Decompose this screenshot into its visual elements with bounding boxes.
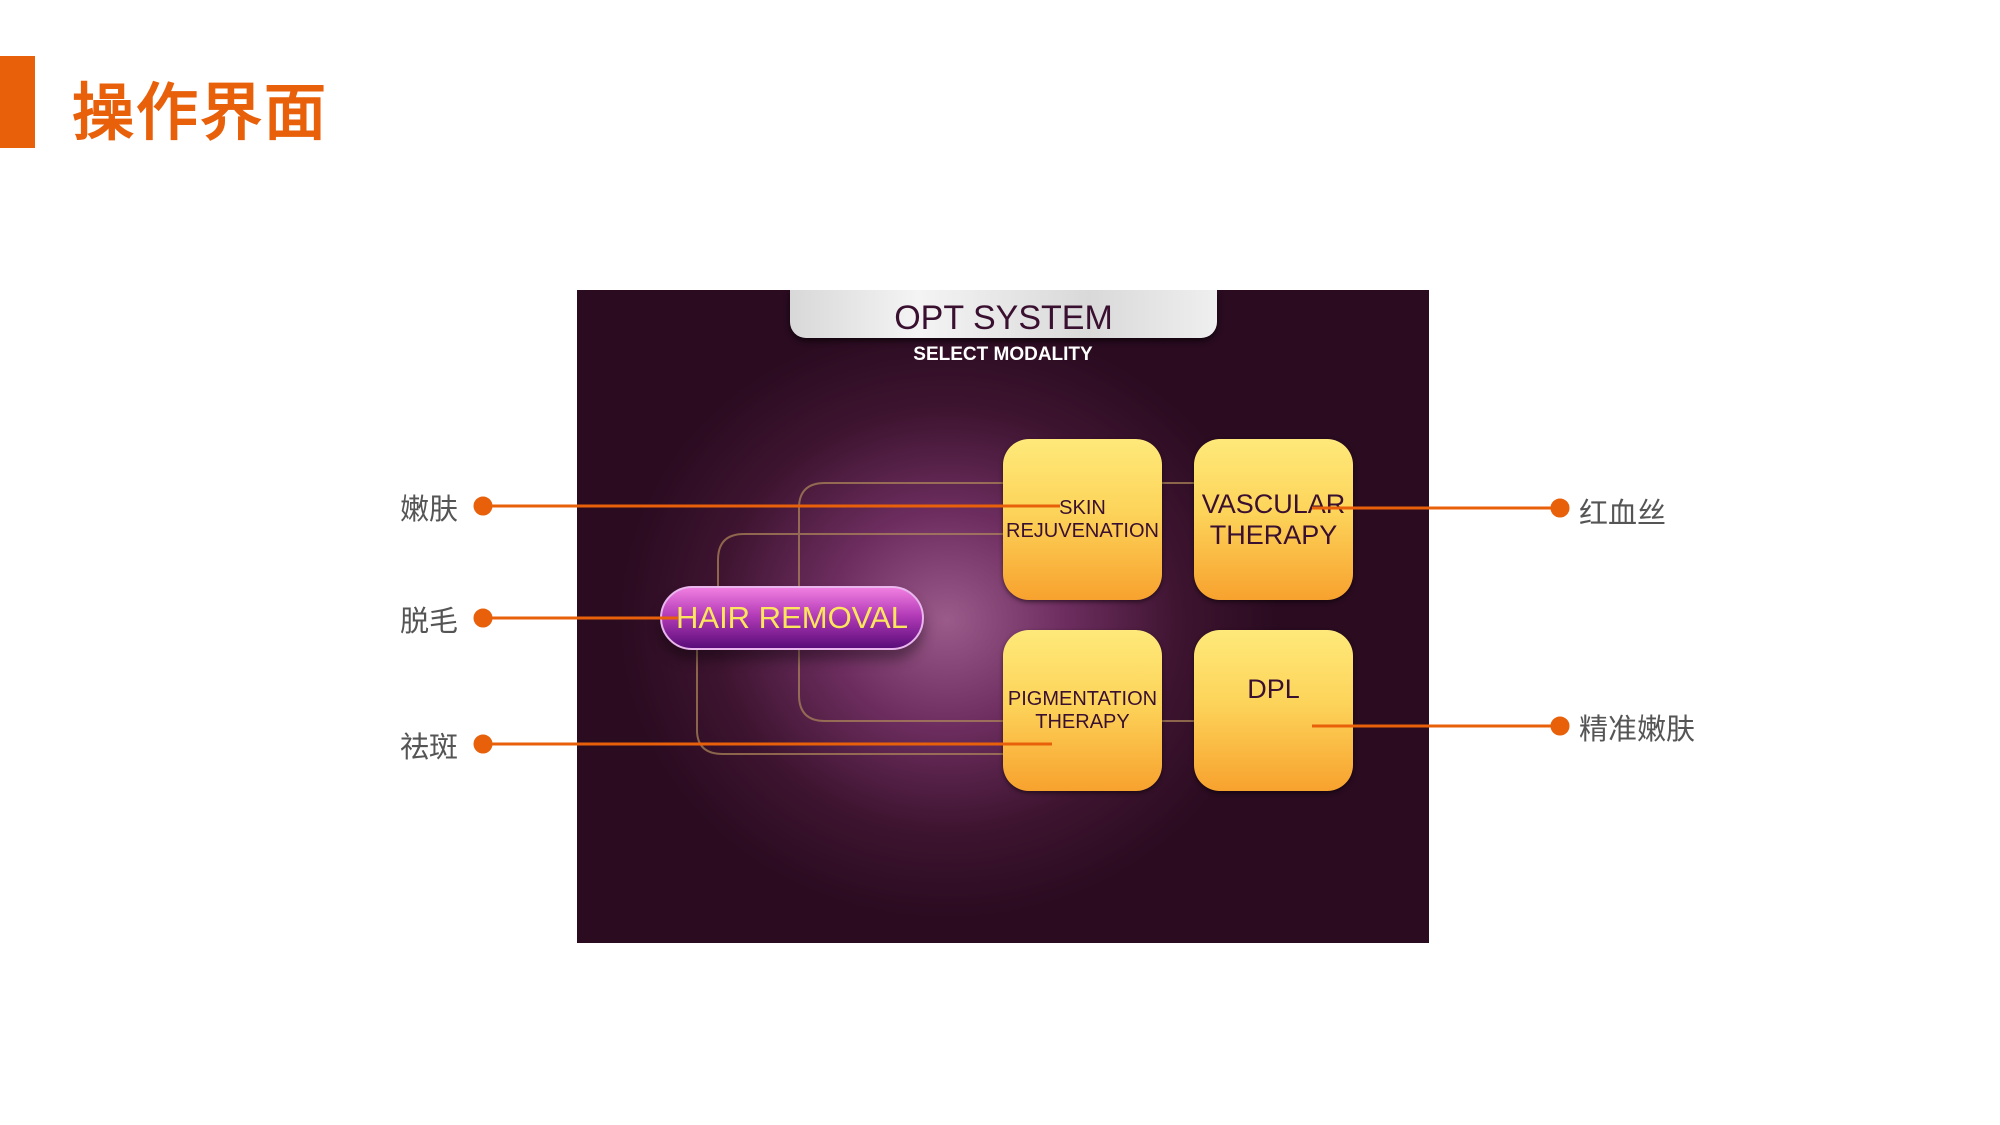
callout-dot bbox=[473, 496, 493, 516]
skin-rejuvenation-tile[interactable]: SKIN REJUVENATION bbox=[1003, 439, 1162, 600]
pigmentation-therapy-tile[interactable]: PIGMENTATION THERAPY bbox=[1003, 630, 1162, 791]
vascular-therapy-tile[interactable]: VASCULAR THERAPY bbox=[1194, 439, 1353, 600]
system-title: OPT SYSTEM bbox=[894, 299, 1113, 337]
callout-label: 红血丝 bbox=[1579, 496, 1667, 530]
connector-line bbox=[717, 533, 1007, 588]
tile-label: SKIN REJUVENATION bbox=[1006, 496, 1159, 542]
connector-lines bbox=[696, 482, 1197, 755]
tile-label: PIGMENTATION THERAPY bbox=[1007, 687, 1158, 733]
callout-dot bbox=[473, 608, 493, 628]
connector-line bbox=[696, 650, 1007, 755]
callout-dot bbox=[1550, 716, 1570, 736]
dpl-tile[interactable]: DPL bbox=[1194, 630, 1353, 791]
opt-system-screen: OPT SYSTEM SELECT MODALITY HAIR REMOVAL … bbox=[577, 290, 1429, 943]
tile-label: VASCULAR THERAPY bbox=[1201, 488, 1346, 550]
tile-label: DPL bbox=[1247, 674, 1300, 704]
page-title: 操作界面 bbox=[72, 76, 329, 149]
connector-line bbox=[798, 482, 1007, 586]
select-modality-label: SELECT MODALITY bbox=[913, 344, 1093, 365]
header-tab: OPT SYSTEM bbox=[790, 290, 1217, 338]
callout-label: 精准嫩肤 bbox=[1579, 712, 1696, 746]
callout-label: 脱毛 bbox=[400, 604, 459, 638]
callout-dot bbox=[473, 734, 493, 754]
hair-removal-button[interactable]: HAIR REMOVAL bbox=[660, 586, 924, 650]
callout-dot bbox=[1550, 498, 1570, 518]
title-accent-bar bbox=[0, 56, 35, 148]
callout-label: 嫩肤 bbox=[400, 492, 459, 526]
connector-line bbox=[798, 650, 1007, 722]
callout-label: 祛斑 bbox=[400, 730, 459, 764]
